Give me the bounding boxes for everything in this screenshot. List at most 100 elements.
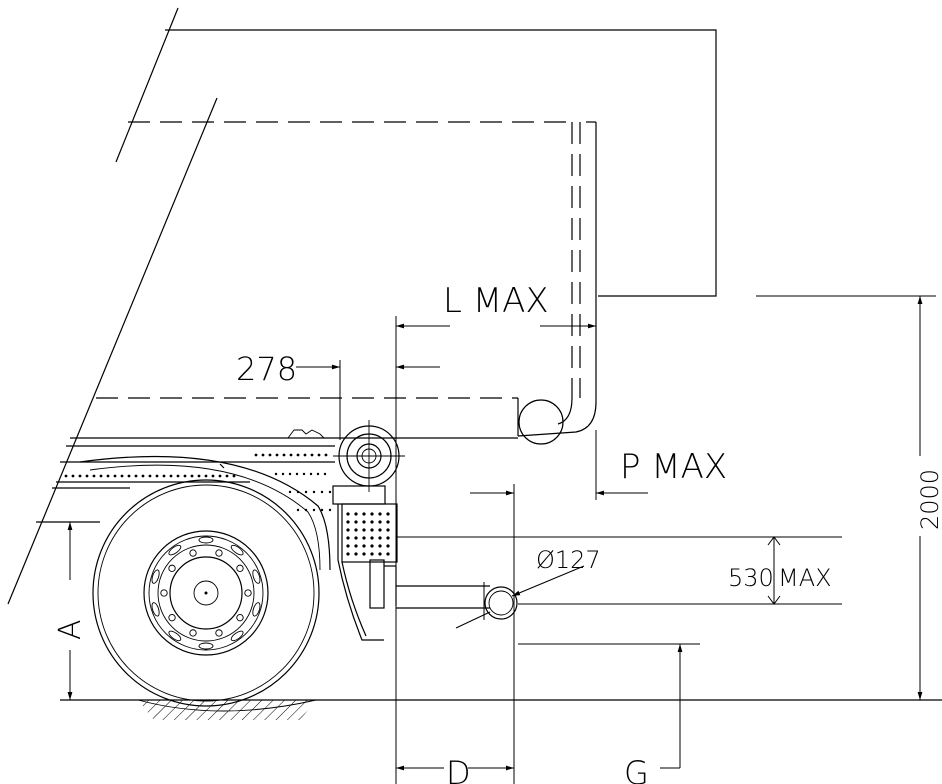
dim-diameter — [455, 565, 585, 629]
rivet-dot — [211, 474, 215, 478]
label-530-max: MAX — [778, 564, 832, 592]
wheel-slot — [198, 642, 214, 650]
rivet-dot — [64, 474, 68, 478]
rivet-dot — [354, 520, 358, 524]
rivet-dot — [323, 472, 327, 476]
wheel-stud — [189, 549, 197, 557]
rivet-dot — [261, 453, 265, 457]
dim-l-max — [395, 316, 596, 784]
rivet-dot — [346, 544, 350, 548]
wheel-slot — [230, 630, 244, 642]
rivet-dot — [378, 536, 382, 540]
rivet-dot — [386, 528, 390, 532]
dim-p-max — [470, 430, 648, 784]
rivet-dot — [176, 474, 180, 478]
label-d: D — [446, 754, 471, 784]
rivet-dot — [310, 453, 314, 457]
wheel-stud — [168, 564, 176, 572]
rivet-dot — [362, 544, 366, 548]
wheel-slots — [151, 536, 261, 650]
rivet-dot — [370, 544, 374, 548]
rivet-dot — [370, 552, 374, 556]
rivet-dot — [312, 490, 316, 494]
rivet-dot — [378, 528, 382, 532]
rivet-dot — [370, 512, 374, 516]
wheel-stud — [236, 614, 244, 622]
rivet-dot — [320, 508, 324, 512]
rivet-dot — [218, 474, 222, 478]
chassis-frame — [52, 429, 518, 512]
rivet-dot — [354, 544, 358, 548]
wheel-slot — [230, 544, 244, 556]
rivet-dot — [362, 512, 366, 516]
dashed-body-outline — [96, 121, 597, 437]
rivet-dot — [296, 508, 300, 512]
rivet-dot — [85, 474, 89, 478]
label-p-max: P MAX — [620, 447, 727, 487]
rivet-dot — [362, 552, 366, 556]
rivet-dot — [288, 490, 292, 494]
rivet-dot — [328, 490, 332, 494]
rivet-dot — [370, 528, 374, 532]
rivet-dot — [295, 472, 299, 476]
rivet-dot — [183, 474, 187, 478]
rivet-dot — [155, 474, 159, 478]
wheel-slot — [252, 602, 261, 617]
vehicle-body-outline — [7, 7, 717, 605]
rivet-dot — [134, 474, 138, 478]
rivet-dot — [362, 536, 366, 540]
wheel — [92, 479, 320, 707]
rivet-dot — [281, 472, 285, 476]
rivet-dot — [354, 512, 358, 516]
rivet-dot — [317, 453, 321, 457]
rivet-dot — [302, 472, 306, 476]
wheel-slot — [168, 630, 182, 642]
wheel-stud — [236, 564, 244, 572]
wheel-slot — [168, 544, 182, 556]
wheel-stud — [215, 549, 223, 557]
rivet-dot — [320, 490, 324, 494]
rivet-dot — [254, 453, 258, 457]
wheel-stud — [189, 629, 197, 637]
rivet-dot — [354, 552, 358, 556]
rivet-dot — [288, 472, 292, 476]
rivet-dot — [127, 474, 131, 478]
rivet-dot — [354, 536, 358, 540]
label-278: 278 — [236, 350, 297, 388]
rivet-dot — [120, 474, 124, 478]
rivet-dot — [386, 552, 390, 556]
rivet-dot — [289, 453, 293, 457]
mudguard — [79, 455, 331, 571]
rivet-dot — [346, 512, 350, 516]
rivet-dot — [296, 453, 300, 457]
rivet-dot — [99, 474, 103, 478]
label-530: 530 — [728, 564, 774, 592]
wheel-stud — [244, 589, 252, 597]
rivet-dot — [268, 453, 272, 457]
dim-530-max — [396, 536, 842, 605]
rivet-dot — [303, 453, 307, 457]
bracket-dots — [346, 512, 390, 556]
rivet-dot — [312, 508, 316, 512]
wheel-studs — [160, 549, 252, 637]
wheel-slot — [252, 569, 261, 584]
wheel-stud — [160, 589, 168, 597]
rivet-dot — [324, 453, 328, 457]
rivet-dot — [148, 474, 152, 478]
ground-line — [60, 699, 942, 720]
label-diameter: Ø127 — [536, 546, 601, 574]
rivet-dot — [328, 508, 332, 512]
rivet-dot — [316, 472, 320, 476]
rivet-dot — [370, 536, 374, 540]
rivet-dot — [113, 474, 117, 478]
label-l-max: L MAX — [443, 281, 549, 321]
rivet-dot — [378, 552, 382, 556]
rivet-dot — [304, 490, 308, 494]
wheel-slot — [198, 536, 214, 544]
rivet-dot — [92, 474, 96, 478]
rivet-dot — [386, 520, 390, 524]
rivet-dot — [386, 512, 390, 516]
rivet-dot — [169, 474, 173, 478]
